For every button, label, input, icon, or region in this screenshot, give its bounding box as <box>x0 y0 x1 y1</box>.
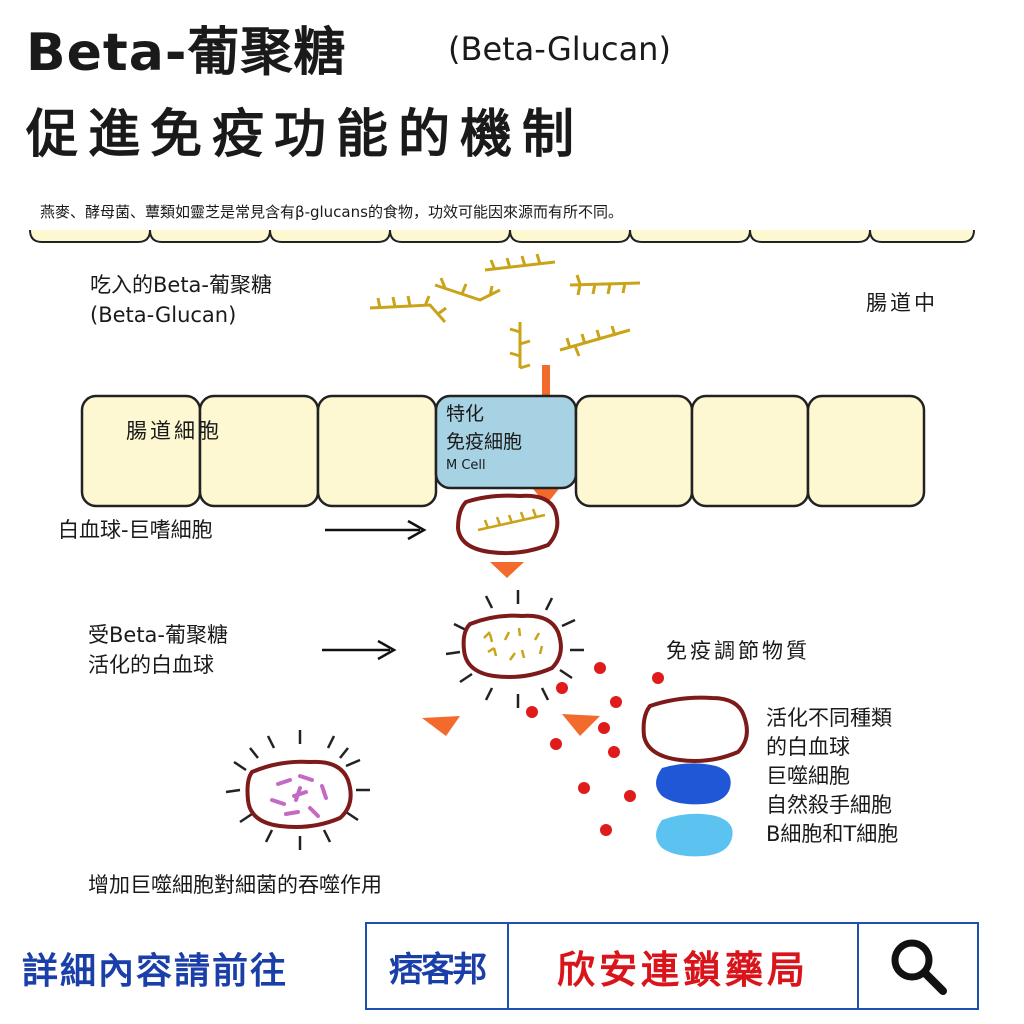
spread-arrow-right <box>562 714 600 736</box>
intestinal-cell-row <box>80 394 926 508</box>
label-macrophage: 白血球-巨嗜細胞 <box>58 518 213 542</box>
legend-nk-lightblue <box>656 813 733 857</box>
footer-link-box: 痞客邦 欣安連鎖藥局 <box>365 922 979 1010</box>
blog-logo-link[interactable]: 痞客邦 <box>367 924 509 1008</box>
legend-wbc-outline <box>641 695 749 763</box>
label-immune-regulators: 免疫調節物質 <box>666 639 810 663</box>
legend-macrophage-blue <box>656 763 731 805</box>
label-phagocytosis: 增加巨噬細胞對細菌的吞噬作用 <box>88 873 382 897</box>
label-m-cell: 特化 免疫細胞 M Cell <box>446 403 523 473</box>
footer-banner: 詳細內容請前往 痞客邦 欣安連鎖藥局 <box>0 922 1024 1016</box>
pharmacy-name: 欣安連鎖藥局 <box>556 947 809 992</box>
search-icon <box>891 939 947 995</box>
pointer-arrow-activated <box>322 639 397 661</box>
immune-modulator-dots <box>526 662 664 836</box>
label-activated-wbc: 受Beta-葡聚糖 活化的白血球 <box>88 623 229 677</box>
beta-glucan-fragments <box>369 253 641 370</box>
search-button[interactable] <box>859 924 977 1008</box>
legend-text: 活化不同種類 的白血球 巨噬細胞 自然殺手細胞 B細胞和T細胞 <box>766 706 899 846</box>
page-title-line2: 促進免疫功能的機制 <box>26 105 585 165</box>
label-gut-lumen: 腸道中 <box>866 291 938 315</box>
blog-logo: 痞客邦 <box>389 949 487 990</box>
spread-arrow-left <box>422 716 460 736</box>
intestinal-villi <box>29 229 975 243</box>
food-source-note: 燕麥、酵母菌、蕈類如靈芝是常見含有β-glucans的食物，功效可能因來源而有所… <box>40 203 623 221</box>
activation-arrow <box>490 562 524 578</box>
page-title: Beta-葡聚糖 <box>26 23 347 83</box>
footer-cta-text: 詳細內容請前往 <box>22 951 289 992</box>
label-ingested: 吃入的Beta-葡聚糖 (Beta-Glucan) <box>90 273 273 327</box>
page-title-subtitle: (Beta-Glucan) <box>448 30 671 68</box>
pointer-arrow-macrophage <box>325 519 427 541</box>
phagocytic-macrophage <box>225 730 370 850</box>
label-intestinal-cell: 腸道細胞 <box>126 419 222 443</box>
pharmacy-link[interactable]: 欣安連鎖藥局 <box>509 924 859 1008</box>
activated-wbc <box>445 590 584 708</box>
macrophage-cell <box>455 493 560 556</box>
mechanism-diagram <box>29 229 975 857</box>
